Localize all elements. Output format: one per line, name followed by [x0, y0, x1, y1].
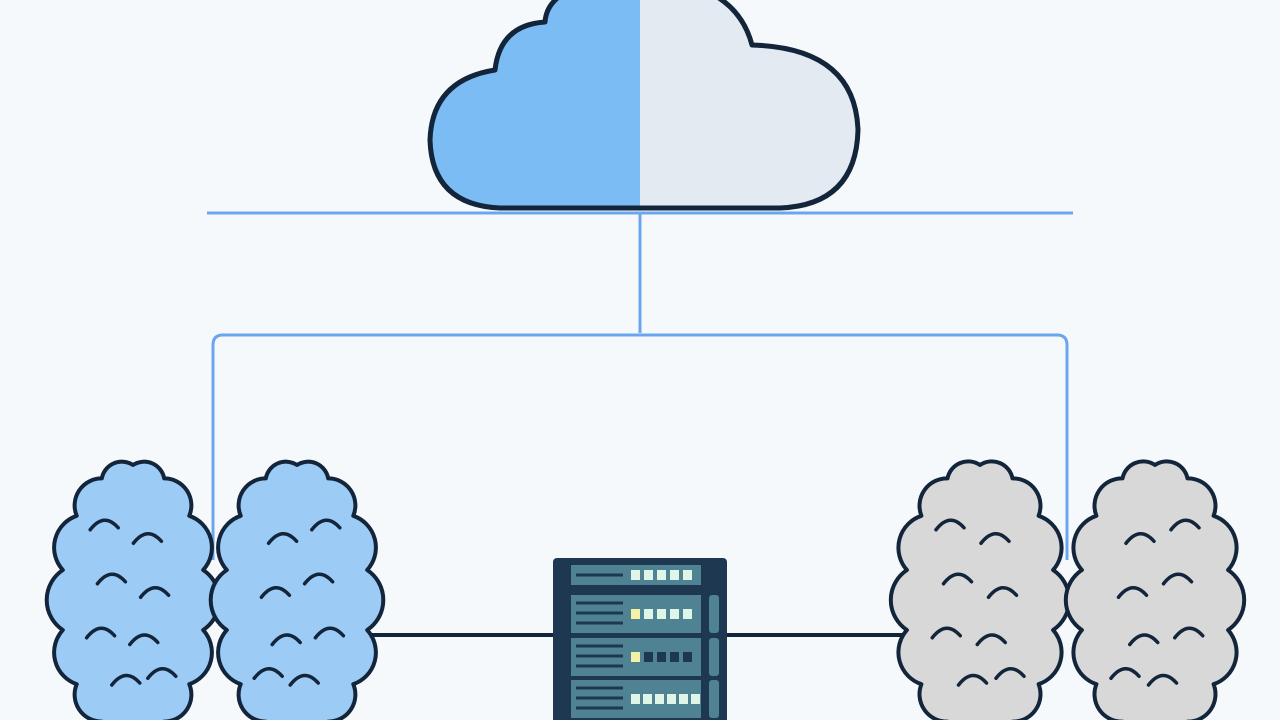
- server-led: [670, 652, 679, 662]
- server-handle: [709, 680, 719, 718]
- server-led: [691, 694, 700, 704]
- server-unit: [571, 680, 719, 718]
- brain-hemisphere: [888, 459, 1072, 720]
- server-led: [644, 570, 653, 580]
- brain-fold: [1109, 667, 1141, 680]
- brain-fold: [128, 633, 160, 647]
- brain-fold: [302, 572, 335, 586]
- brain-fold: [288, 673, 320, 687]
- server-led: [667, 694, 676, 704]
- brain-hemisphere: [1063, 459, 1247, 720]
- cloud-icon: [427, 0, 861, 211]
- brain-fold: [930, 626, 962, 640]
- server-led: [683, 570, 692, 580]
- server-led: [679, 694, 688, 704]
- server-unit: [571, 565, 701, 585]
- server-led: [631, 652, 640, 662]
- server-led: [670, 570, 679, 580]
- brain-fold: [1169, 518, 1201, 532]
- brain-fold: [994, 667, 1026, 680]
- server-handle: [709, 638, 719, 676]
- brain-fold: [1124, 532, 1156, 545]
- server-led: [631, 570, 640, 580]
- brain-fold: [146, 667, 178, 680]
- brain-fold: [110, 673, 142, 687]
- server-led: [657, 570, 666, 580]
- brain-icon-right: [888, 459, 1247, 720]
- server-led: [655, 694, 664, 704]
- brain-fold: [1161, 572, 1194, 586]
- server-led: [670, 609, 679, 619]
- brain-icon-left: [44, 459, 386, 720]
- brain-fold: [138, 586, 171, 599]
- brain-fold: [934, 518, 966, 532]
- cloud-fill: [430, 0, 858, 208]
- server-led: [657, 652, 666, 662]
- brain-fold: [975, 633, 1007, 647]
- server-led: [683, 609, 692, 619]
- cloud-left-half: [430, 0, 640, 208]
- brain-fold: [270, 633, 302, 647]
- brain-fold: [1116, 586, 1149, 599]
- brain-fold: [266, 532, 299, 545]
- server-led: [643, 694, 652, 704]
- brain-fold: [1128, 633, 1160, 647]
- server-led: [657, 609, 666, 619]
- brain-fold: [88, 518, 120, 532]
- brain-fold: [956, 673, 989, 687]
- brain-fold: [1146, 673, 1179, 687]
- server-led: [683, 652, 692, 662]
- brain-fold: [131, 532, 164, 545]
- server-unit: [571, 638, 719, 676]
- server-icon: [553, 558, 727, 720]
- brain-fold: [252, 667, 284, 680]
- brain-fold: [310, 518, 342, 532]
- server-led: [631, 694, 640, 704]
- server-led: [631, 609, 640, 619]
- brain-fold: [313, 626, 346, 640]
- brain-hemisphere: [208, 459, 386, 720]
- server-handle: [709, 595, 719, 633]
- brain-fold: [979, 532, 1011, 545]
- connectors: [207, 211, 1073, 637]
- server-unit: [571, 595, 719, 633]
- cloud-outline: [427, 0, 861, 211]
- brain-fold: [941, 572, 974, 586]
- server-led: [644, 609, 653, 619]
- connector-bracket: [211, 333, 1069, 560]
- brain-fold: [259, 586, 292, 599]
- brain-fold: [84, 626, 117, 640]
- brain-fold: [95, 572, 128, 586]
- brain-hemisphere: [44, 459, 222, 720]
- brain-fold: [986, 586, 1019, 599]
- brain-fold: [1173, 626, 1205, 640]
- server-led: [644, 652, 653, 662]
